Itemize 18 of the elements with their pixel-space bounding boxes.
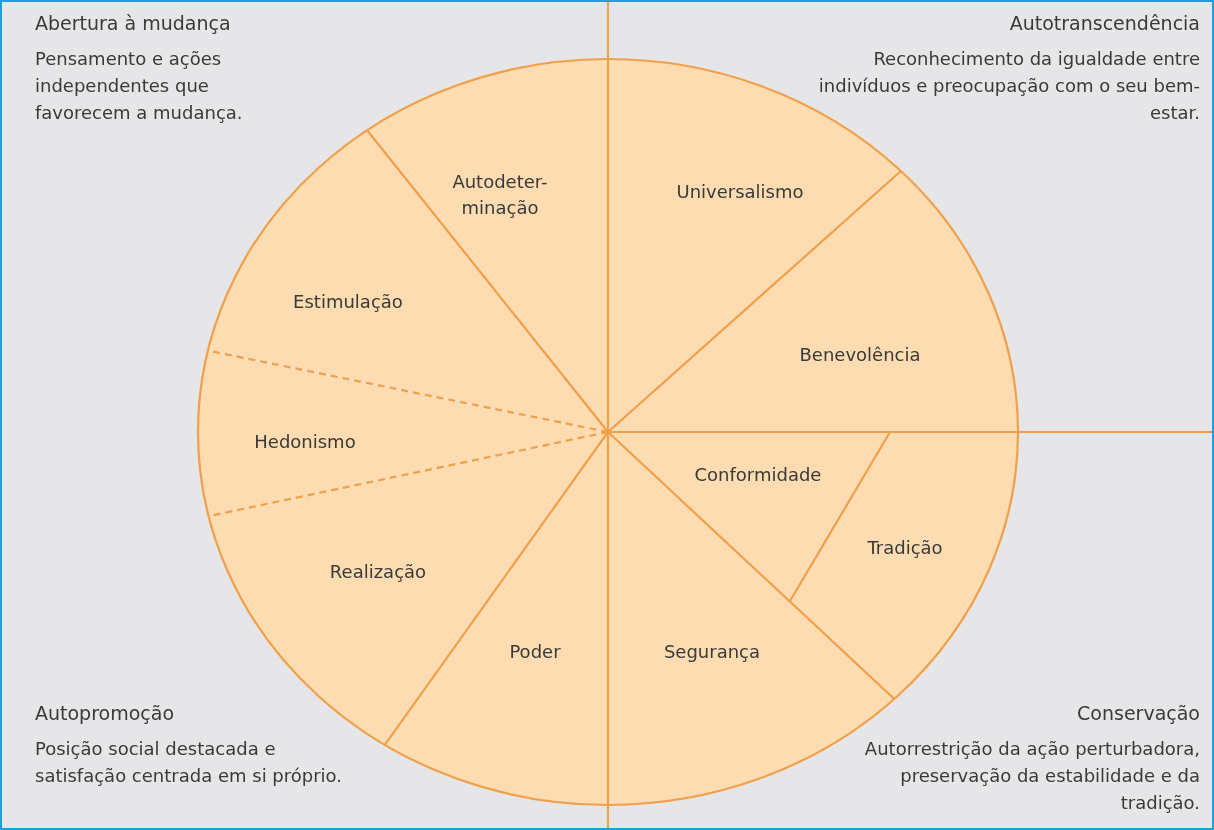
sector-label: Universalismo	[675, 180, 805, 204]
sector-label: Segurança	[662, 640, 762, 664]
sector-label: Tradição	[866, 536, 944, 560]
sector-label: Benevolência	[798, 343, 922, 367]
quadrant-heading: Autopromoção	[35, 701, 176, 726]
sector-label: Hedonismo	[253, 430, 357, 454]
quadrant-description: Reconhecimento da igualdade entre indivíduos e preocupação com o seu bem-estar.	[817, 47, 1200, 125]
quadrant-description: Posição social destacada e satisfação centrada em si próprio.	[35, 737, 344, 788]
quadrant-heading: Conservação	[1076, 701, 1200, 726]
sector-label: Realização	[328, 560, 428, 584]
quadrant-heading: Abertura à mudança	[35, 11, 232, 36]
sector-label: Poder	[508, 640, 562, 664]
sector-label: Autodeter-minação	[451, 170, 549, 220]
sector-label: Conformidade	[693, 463, 823, 487]
quadrant-description: Autorrestrição da ação perturbadora, preservação da estabilidade e da tradição.	[863, 737, 1200, 815]
quadrant-description: Pensamento e ações independentes que favorecem a mudança.	[35, 47, 244, 125]
sector-label: Estimulação	[292, 290, 404, 314]
quadrant-heading: Autotranscendência	[1008, 11, 1200, 36]
